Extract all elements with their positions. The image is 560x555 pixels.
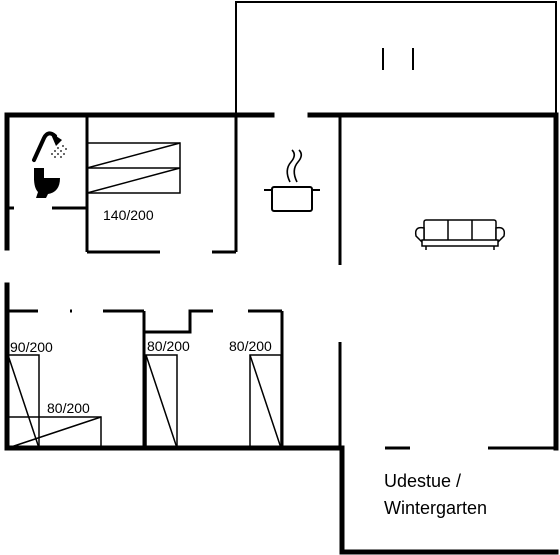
sofa-icon	[414, 219, 506, 250]
winter-garden-label-line1: Udestue /	[384, 471, 461, 491]
single-bed-b-label: 80/200	[47, 400, 90, 416]
cooking-pot-icon	[264, 149, 320, 212]
single-bed-c	[145, 354, 178, 449]
single-bed-a-label: 90/200	[10, 339, 53, 355]
double-bed-label: 140/200	[103, 207, 154, 223]
single-bed-d-label: 80/200	[229, 338, 272, 354]
single-bed-d	[249, 354, 282, 449]
shower-icon	[32, 131, 67, 162]
winter-garden-label-line2: Wintergarten	[384, 498, 487, 518]
terrace-outline	[235, 1, 557, 115]
double-bed	[86, 142, 181, 194]
single-bed-b	[7, 416, 102, 449]
toilet-icon	[34, 168, 60, 198]
single-bed-c-label: 80/200	[147, 338, 190, 354]
single-bed-a	[7, 354, 40, 449]
